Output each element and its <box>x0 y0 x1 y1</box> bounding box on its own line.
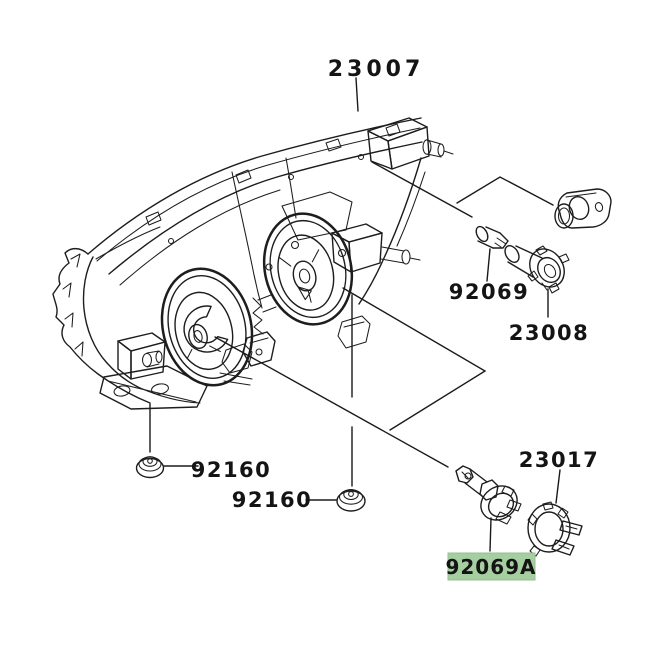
headlamp-bulb-92069a-drawing <box>455 465 522 525</box>
headlamp-housing-drawing <box>52 117 454 410</box>
part-label-92160-left[interactable]: 92160 <box>191 458 272 482</box>
part-label-23017[interactable]: 23017 <box>519 448 600 472</box>
part-label-92069a-highlighted[interactable]: 92069A <box>445 552 536 581</box>
grommet-92160-left-drawing <box>135 456 165 479</box>
part-label-23007[interactable]: 23007 <box>328 57 425 82</box>
part-label-92069a[interactable]: 92069A <box>445 555 536 579</box>
highlight-box[interactable] <box>447 552 536 581</box>
bulb-socket-23008-drawing <box>504 245 570 294</box>
grommet-92160-right-drawing <box>336 488 366 512</box>
part-labels: 23007 92069 23008 92160 92160 23017 9206… <box>191 57 600 581</box>
part-label-92160-right[interactable]: 92160 <box>232 488 313 512</box>
socket-cover-23017-drawing <box>527 501 583 557</box>
position-bulb-92069-drawing <box>475 225 509 249</box>
part-label-23008[interactable]: 23008 <box>509 321 590 345</box>
mount-bracket-drawing <box>554 188 612 229</box>
leader-lines <box>149 77 561 552</box>
part-label-92069[interactable]: 92069 <box>449 280 530 304</box>
